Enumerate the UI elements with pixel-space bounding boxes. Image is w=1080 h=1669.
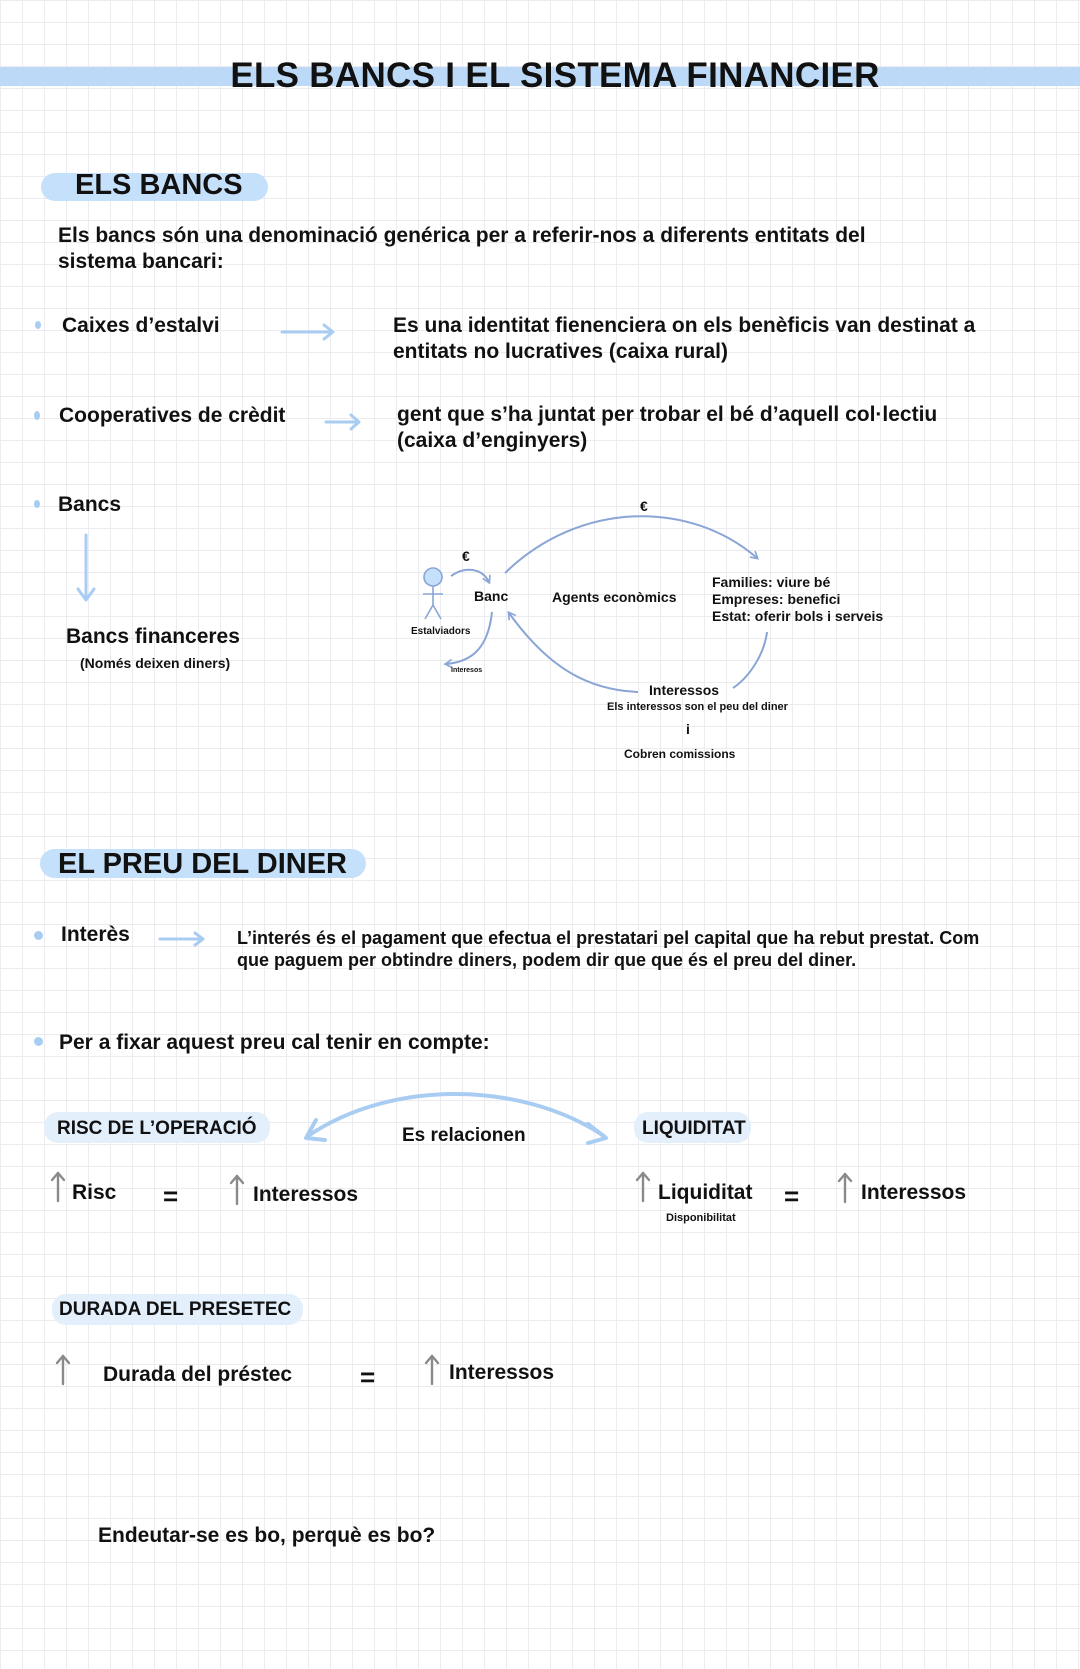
section-heading-els-bancs: ELS BANCS — [75, 169, 243, 201]
term-caixes: Caixes d’estalvi — [62, 314, 220, 337]
bullet-icon — [34, 500, 40, 508]
diagram-empreses: Empreses: benefici — [712, 591, 841, 607]
liquiditat-label: Liquiditat — [658, 1181, 753, 1204]
bancs-financeres: Bancs financeres — [66, 625, 240, 648]
risc-heading-pill — [44, 1112, 270, 1143]
diagram-estat: Estat: oferir bols i serveis — [712, 608, 884, 624]
liquiditat-heading-pill — [634, 1112, 751, 1143]
title-highlight — [0, 67, 1080, 86]
durada-heading-pill — [52, 1294, 303, 1325]
arrow-up-icon — [837, 1172, 853, 1204]
diagram-interessos: Interessos — [649, 682, 720, 698]
euro-top: € — [640, 498, 648, 514]
bullet-icon — [35, 321, 41, 329]
liquiditat-heading: LIQUIDITAT — [642, 1118, 746, 1139]
arrow-right-icon — [280, 323, 335, 341]
durada-label: Durada del préstec — [103, 1363, 293, 1386]
question-text: Endeutar-se es bo, perquè es bo? — [98, 1524, 436, 1547]
arrow-up-icon — [55, 1354, 71, 1386]
diagram-interessos-note: Els interessos son el peu del diner — [607, 701, 788, 713]
arrow-up-icon — [50, 1171, 66, 1203]
disponibilitat-label: Disponibilitat — [666, 1212, 736, 1224]
arrow-right-icon — [158, 931, 205, 947]
intro-text-line2: sistema bancari: — [58, 250, 224, 273]
bullet-icon — [34, 931, 43, 940]
page-title: ELS BANCS I EL SISTEMA FINANCIER — [230, 56, 880, 95]
equals-sign: = — [360, 1362, 376, 1392]
risc-label: Risc — [72, 1181, 117, 1204]
bullet-icon — [34, 1037, 43, 1046]
equals-sign: = — [784, 1181, 800, 1211]
term-interes: Interès — [61, 923, 130, 946]
diagram-comissions: Cobren comissions — [624, 747, 736, 761]
es-relacionen: Es relacionen — [402, 1125, 526, 1146]
desc-cooperatives-line2: (caixa d’enginyers) — [397, 429, 588, 452]
diagram-families: Families: viure bé — [712, 574, 831, 590]
interes-desc-line2: que paguem per obtindre diners, podem di… — [237, 950, 857, 970]
intro-text-line1: Els bancs són una denominació genérica p… — [58, 224, 866, 247]
person-icon — [423, 567, 443, 620]
diagram-arrows — [443, 515, 768, 693]
section-heading-pill — [41, 173, 268, 201]
diagram-banc: Banc — [474, 588, 509, 604]
bancs-financeres-note: (Només deixen diners) — [80, 655, 231, 671]
arrow-right-icon — [324, 413, 361, 431]
term-bancs: Bancs — [58, 493, 122, 516]
section-heading-pill — [40, 849, 366, 878]
risc-interessos: Interessos — [253, 1183, 359, 1206]
desc-caixes-line2: entitats no lucratives (caixa rural) — [393, 340, 728, 363]
arrow-up-icon — [424, 1354, 440, 1386]
equals-sign: = — [163, 1181, 179, 1211]
diagram-i: i — [686, 721, 690, 737]
diagram-estalviadors: Estalviadors — [411, 626, 471, 637]
interes-desc-line1: L’interés és el pagament que efectua el … — [237, 928, 980, 948]
arrow-up-icon — [635, 1171, 651, 1203]
diagram-interesos-small: Interesos — [451, 667, 483, 674]
desc-cooperatives-line1: gent que s’ha juntat per trobar el bé d’… — [397, 403, 938, 426]
arrow-down-icon — [76, 533, 96, 602]
liquiditat-interessos: Interessos — [861, 1181, 967, 1204]
risc-heading: RISC DE L’OPERACIÓ — [57, 1118, 257, 1139]
arrow-up-icon — [229, 1174, 245, 1206]
fixar-text: Per a fixar aquest preu cal tenir en com… — [59, 1031, 490, 1054]
term-cooperatives: Cooperatives de crèdit — [59, 404, 286, 427]
desc-caixes-line1: Es una identitat fienenciera on els benè… — [393, 314, 976, 337]
diagram-agents: Agents econòmics — [552, 589, 677, 605]
bullet-icon — [34, 411, 40, 420]
euro-left: € — [462, 548, 470, 564]
durada-interessos: Interessos — [449, 1361, 555, 1384]
section-heading-preu-diner: EL PREU DEL DINER — [58, 848, 347, 880]
durada-heading: DURADA DEL PRESETEC — [59, 1299, 292, 1320]
